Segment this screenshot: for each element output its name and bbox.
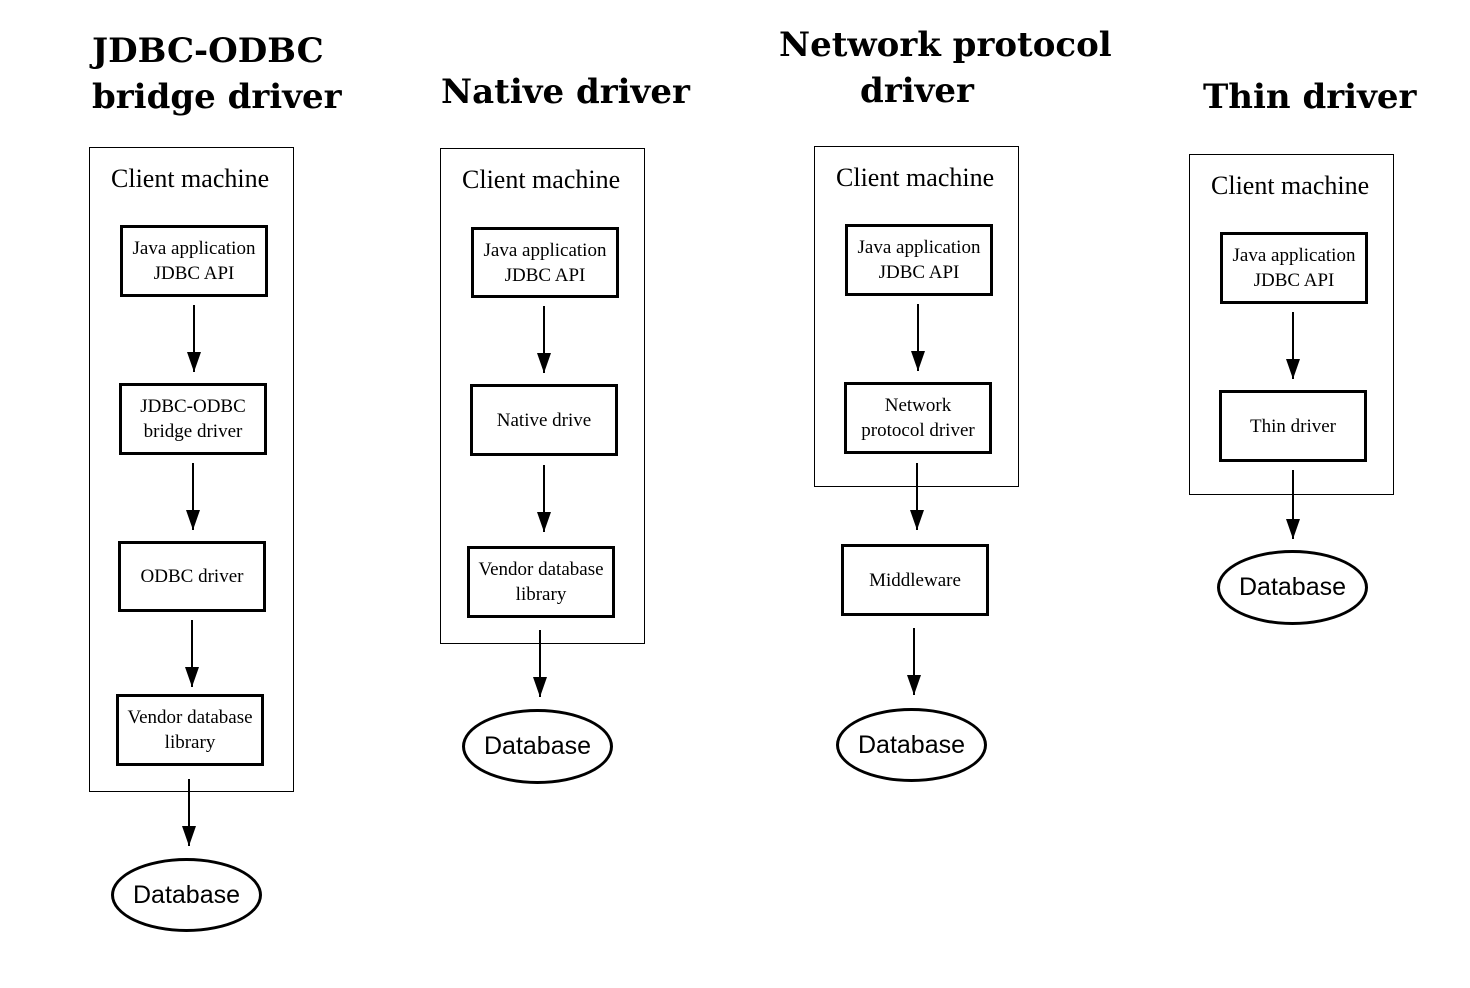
java-application-box: Java application JDBC API <box>120 225 268 297</box>
client-machine-label: Client machine <box>836 163 995 192</box>
database-ellipse: Database <box>1217 550 1368 625</box>
arrow-head-icon <box>182 826 196 846</box>
title-native-driver: Native driver <box>441 72 690 112</box>
native-drive-box: Native drive <box>470 384 618 456</box>
title-jdbc-odbc-bridge-driver: JDBC-ODBC bridge driver <box>92 31 342 117</box>
database-ellipse: Database <box>111 858 262 932</box>
client-machine-label: Client machine <box>1211 171 1370 200</box>
java-application-box: Java application JDBC API <box>1220 232 1368 304</box>
network-protocol-driver-box: Network protocol driver <box>844 382 992 454</box>
java-application-box: Java application JDBC API <box>845 224 993 296</box>
thin-driver-box: Thin driver <box>1219 390 1367 462</box>
arrow-head-icon <box>533 677 547 697</box>
title-thin-driver: Thin driver <box>1203 77 1417 117</box>
client-machine-label: Client machine <box>111 164 270 193</box>
title-network-protocol-driver: Network protocol driver <box>779 25 1112 111</box>
jdbc-odbc-bridge-box: JDBC-ODBC bridge driver <box>119 383 267 455</box>
arrow-head-icon <box>910 510 924 530</box>
database-ellipse: Database <box>462 709 613 784</box>
vendor-database-library-box: Vendor database library <box>116 694 264 766</box>
arrow-head-icon <box>1286 519 1300 539</box>
java-application-box: Java application JDBC API <box>471 227 619 298</box>
vendor-database-library-box: Vendor database library <box>467 546 615 618</box>
client-machine-label: Client machine <box>462 165 621 194</box>
odbc-driver-box: ODBC driver <box>118 541 266 612</box>
arrow-head-icon <box>907 675 921 695</box>
database-ellipse: Database <box>836 708 987 782</box>
middleware-box: Middleware <box>841 544 989 616</box>
